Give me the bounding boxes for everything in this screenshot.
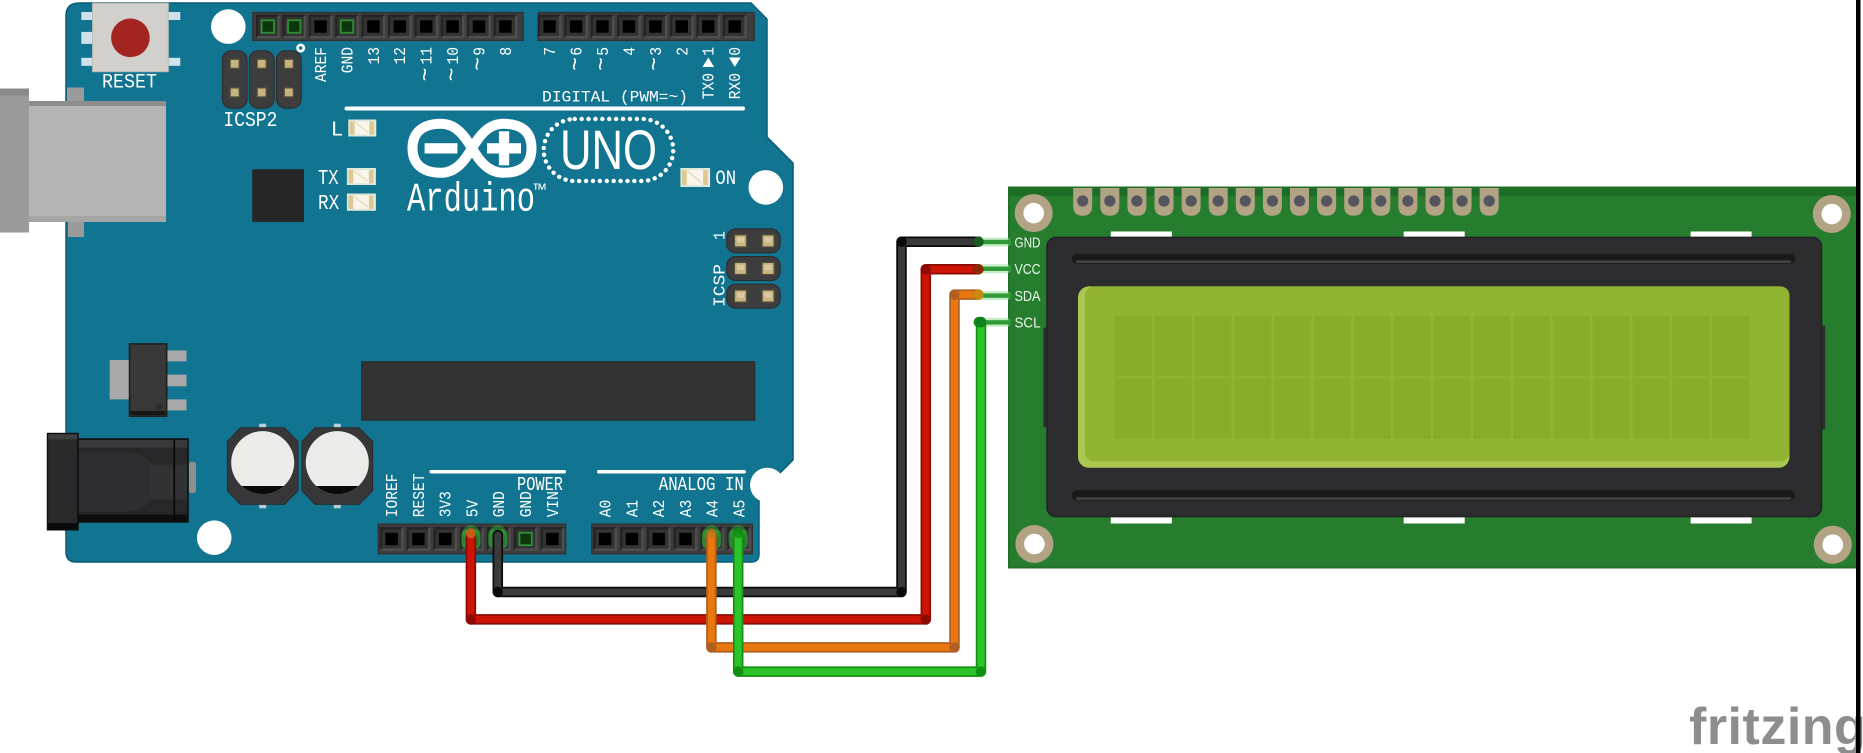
svg-text:L: L <box>331 120 344 143</box>
svg-text:TX0: TX0 <box>700 73 719 99</box>
svg-text:~: ~ <box>590 57 616 71</box>
svg-text:10: 10 <box>444 47 463 65</box>
svg-text:GND: GND <box>490 491 509 517</box>
svg-text:DIGITAL (PWM=~): DIGITAL (PWM=~) <box>542 89 688 107</box>
svg-text:4: 4 <box>620 47 639 56</box>
svg-text:~: ~ <box>466 57 492 71</box>
svg-text:RX0: RX0 <box>726 73 745 99</box>
svg-text:A0: A0 <box>597 500 616 518</box>
svg-text:13: 13 <box>365 47 384 65</box>
svg-text:2: 2 <box>673 47 692 56</box>
svg-text:ANALOG IN: ANALOG IN <box>659 474 744 496</box>
svg-text:VCC: VCC <box>1015 262 1041 278</box>
svg-text:~: ~ <box>563 57 589 71</box>
svg-text:SDA: SDA <box>1015 289 1041 305</box>
svg-text:1: 1 <box>710 231 729 240</box>
svg-text:IOREF: IOREF <box>383 474 402 518</box>
svg-text:TX: TX <box>318 168 339 191</box>
svg-text:A4: A4 <box>704 500 723 518</box>
svg-text:RX: RX <box>318 193 340 216</box>
svg-text:9: 9 <box>470 47 489 56</box>
svg-text:3: 3 <box>647 47 666 56</box>
svg-text:ICSP2: ICSP2 <box>223 110 277 133</box>
svg-text:SCL: SCL <box>1015 316 1041 332</box>
svg-text:ON: ON <box>715 168 736 191</box>
svg-text:7: 7 <box>541 47 560 56</box>
svg-text:GND: GND <box>338 47 357 73</box>
svg-text:3V3: 3V3 <box>437 491 456 517</box>
svg-text:fritzing: fritzing <box>1689 698 1863 753</box>
svg-text:ICSP: ICSP <box>711 264 730 307</box>
svg-text:Arduino: Arduino <box>407 177 535 223</box>
svg-text:12: 12 <box>391 47 410 65</box>
svg-text:A1: A1 <box>623 500 642 518</box>
svg-text:POWER: POWER <box>517 474 563 496</box>
svg-text:~: ~ <box>413 68 439 82</box>
svg-text:1: 1 <box>700 47 719 56</box>
svg-text:UNO: UNO <box>560 119 657 181</box>
svg-text:0: 0 <box>726 47 745 56</box>
svg-text:6: 6 <box>568 47 587 56</box>
svg-text:A2: A2 <box>650 500 669 518</box>
svg-text:VIN: VIN <box>544 491 563 517</box>
svg-text:GND: GND <box>517 491 536 517</box>
svg-text:GND: GND <box>1015 235 1041 251</box>
svg-text:™: ™ <box>534 182 546 205</box>
svg-text:A3: A3 <box>677 500 696 518</box>
svg-text:5: 5 <box>594 47 613 56</box>
svg-text:~: ~ <box>440 68 466 82</box>
svg-text:A5: A5 <box>731 500 750 518</box>
svg-text:5V: 5V <box>463 500 482 518</box>
svg-text:AREF: AREF <box>312 47 331 82</box>
svg-text:11: 11 <box>418 47 437 65</box>
svg-text:RESET: RESET <box>410 473 429 517</box>
svg-text:~: ~ <box>643 57 669 71</box>
svg-text:8: 8 <box>497 47 516 56</box>
svg-text:RESET: RESET <box>102 72 157 95</box>
